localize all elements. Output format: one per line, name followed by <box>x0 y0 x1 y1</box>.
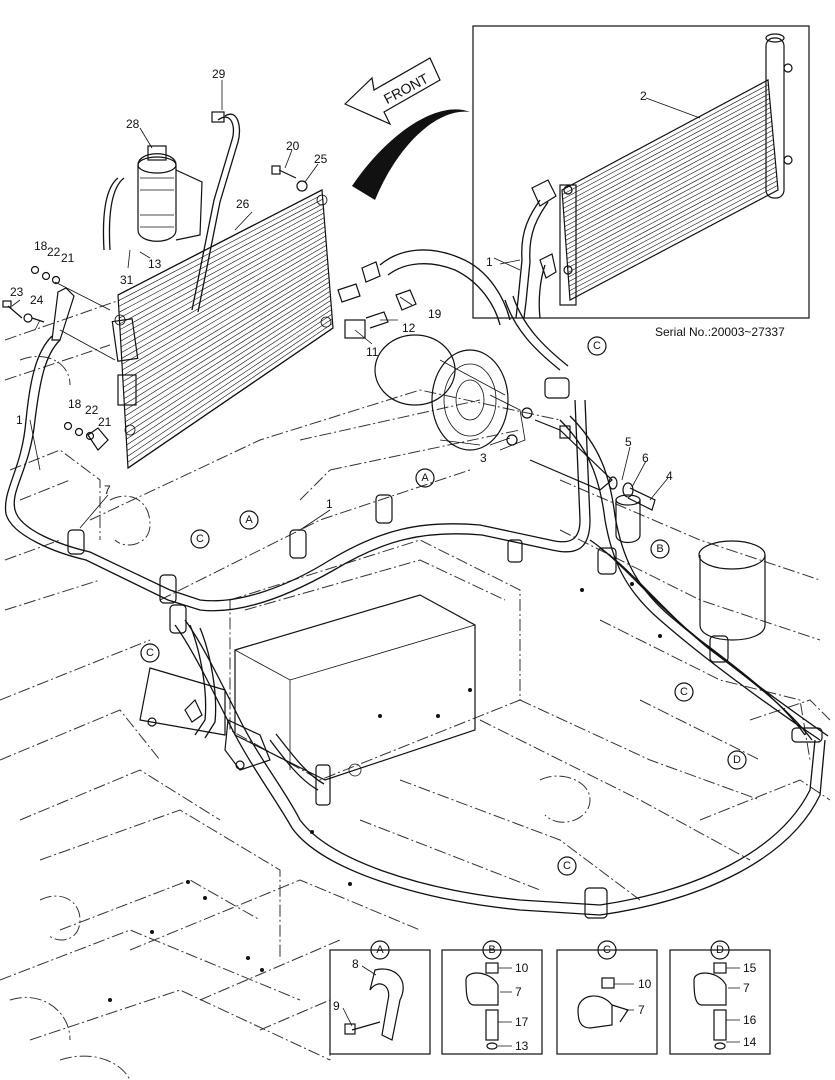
ref-marker-b: B <box>650 539 670 559</box>
ref-marker-c-right: C <box>674 682 694 702</box>
detail-d-title: D <box>716 944 724 956</box>
callout-3: 3 <box>480 451 487 465</box>
callout-31: 31 <box>120 273 134 287</box>
detail-a-label-9: 9 <box>333 999 340 1013</box>
svg-text:C: C <box>680 686 688 698</box>
inset-panel <box>472 25 810 319</box>
detail-a-title: A <box>376 944 384 956</box>
view-arrow <box>352 109 470 200</box>
ref-marker-a-left: A <box>239 510 259 530</box>
svg-text:A: A <box>421 472 429 484</box>
detail-view-c: C 10 7 <box>556 940 658 1055</box>
detail-view-d: D 15 7 16 14 <box>669 940 771 1055</box>
ref-marker-c-bottom: C <box>557 856 577 876</box>
svg-text:C: C <box>196 533 204 545</box>
svg-text:C: C <box>563 860 571 872</box>
detail-d-label-15: 15 <box>743 961 757 975</box>
callout-1b: 1 <box>326 497 333 511</box>
detail-a-label-8: 8 <box>352 957 359 971</box>
left-bolts <box>2 265 109 451</box>
callout-21a: 21 <box>61 251 75 265</box>
detail-b-label-13: 13 <box>515 1039 529 1053</box>
ref-marker-c-top: C <box>587 336 607 356</box>
front-label: FRONT <box>381 70 431 107</box>
callout-13: 13 <box>148 257 162 271</box>
detail-c-label-10: 10 <box>638 977 652 991</box>
callout-28: 28 <box>126 117 140 131</box>
hose-clamps <box>67 377 823 919</box>
lower-brackets <box>139 667 271 771</box>
condenser-main <box>111 189 334 470</box>
callout-21b: 21 <box>98 415 112 429</box>
callout-23: 23 <box>10 285 24 299</box>
detail-c-title: C <box>603 944 611 956</box>
drier-hose <box>191 111 241 313</box>
callout-18a: 18 <box>34 239 48 253</box>
svg-text:B: B <box>656 543 663 555</box>
serial-note: Serial No.:20003~27337 <box>655 325 785 339</box>
detail-b-title: B <box>488 944 495 956</box>
callout-1c: 1 <box>486 255 493 269</box>
svg-text:A: A <box>245 514 253 526</box>
detail-d-label-7: 7 <box>743 981 750 995</box>
detail-view-a: A 8 9 <box>329 940 431 1055</box>
callout-22a: 22 <box>47 245 61 259</box>
detail-b-label-17: 17 <box>515 1015 529 1029</box>
detail-view-b: B 10 7 17 13 <box>441 940 543 1055</box>
leader-lines <box>11 80 701 531</box>
receiver-drier <box>102 145 203 251</box>
detail-d-label-14: 14 <box>743 1035 757 1049</box>
callout-12: 12 <box>402 321 416 335</box>
fittings <box>271 165 511 339</box>
detail-b-label-10: 10 <box>515 961 529 975</box>
callout-26: 26 <box>236 197 250 211</box>
callout-22b: 22 <box>85 403 99 417</box>
svg-text:C: C <box>593 340 601 352</box>
frame-holes <box>108 582 662 1002</box>
ref-marker-c-left: C <box>140 643 160 663</box>
ref-marker-d: D <box>727 750 747 770</box>
ref-marker-a-right: A <box>415 468 435 488</box>
detail-b-label-7: 7 <box>515 985 522 999</box>
svg-text:C: C <box>146 647 154 659</box>
detail-c-label-7: 7 <box>638 1003 645 1017</box>
compressor <box>374 334 533 451</box>
part-callouts: 29 28 26 20 25 13 31 18 22 21 23 24 1 18… <box>10 67 673 511</box>
callout-11: 11 <box>366 345 379 359</box>
reference-markers: A A B C C C C C D <box>140 336 747 876</box>
callout-7: 7 <box>104 483 111 497</box>
front-arrow: FRONT <box>343 57 441 126</box>
detail-d-label-16: 16 <box>743 1013 757 1027</box>
callout-2: 2 <box>640 89 647 103</box>
callout-18b: 18 <box>68 397 82 411</box>
ref-marker-c-mid: C <box>190 529 210 549</box>
control-box <box>234 594 476 781</box>
svg-text:D: D <box>733 754 741 766</box>
machine-frame-phantom <box>0 299 831 1080</box>
callout-6: 6 <box>642 451 649 465</box>
callout-5: 5 <box>625 435 632 449</box>
callout-19: 19 <box>428 307 442 321</box>
callout-4: 4 <box>666 469 673 483</box>
callout-24: 24 <box>30 293 44 307</box>
tank-right <box>615 494 766 641</box>
callout-29: 29 <box>212 67 226 81</box>
callout-1a: 1 <box>16 413 23 427</box>
callout-25: 25 <box>314 152 328 166</box>
callout-20: 20 <box>286 139 300 153</box>
hose-runs <box>4 295 829 916</box>
